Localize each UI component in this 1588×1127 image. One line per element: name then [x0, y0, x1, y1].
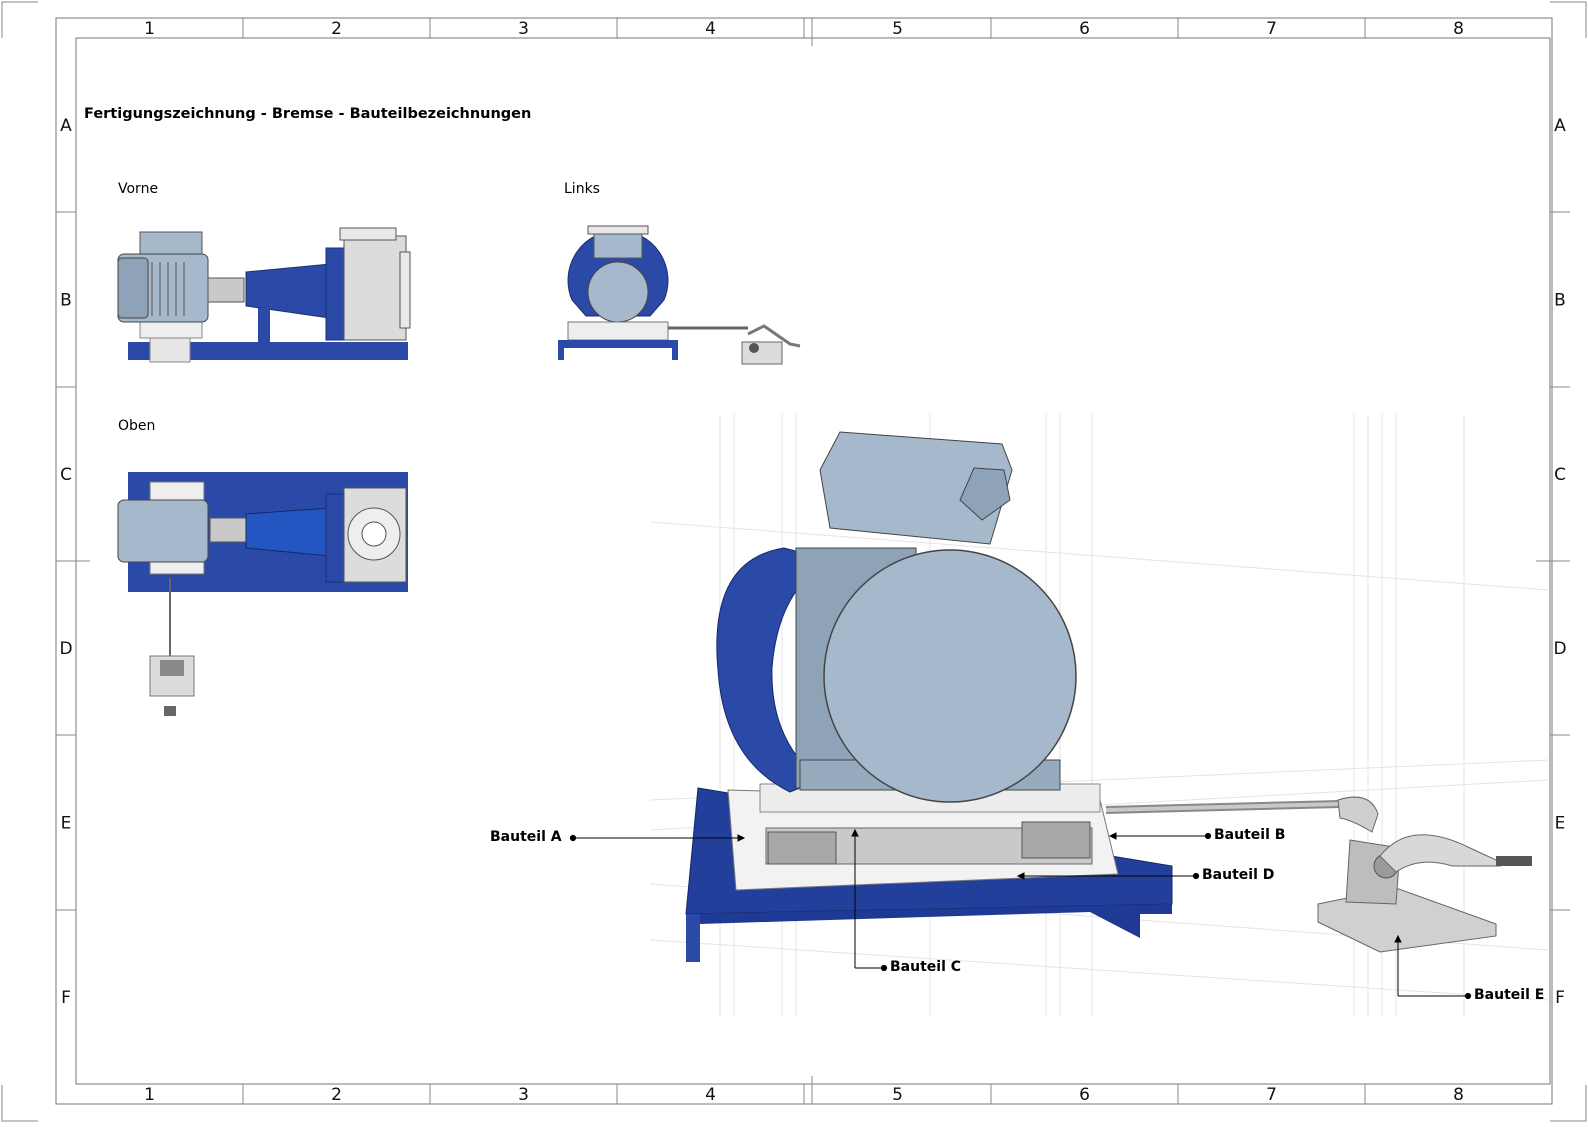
row-label-left-a: A — [60, 116, 72, 136]
row-label-right-c: C — [1554, 465, 1566, 485]
callout-bauteil-b: Bauteil B — [1214, 827, 1286, 843]
column-label-top-5: 5 — [892, 19, 903, 39]
row-label-right-a: A — [1554, 116, 1566, 136]
view-label-top: Oben — [118, 418, 156, 434]
column-label-bottom-8: 8 — [1453, 1085, 1464, 1105]
column-label-top-6: 6 — [1079, 19, 1090, 39]
front-view-drawing — [117, 227, 411, 363]
callout-bauteil-c: Bauteil C — [890, 959, 962, 975]
column-label-top-2: 2 — [331, 19, 342, 39]
row-label-left-d: D — [59, 639, 72, 659]
callout-leaders — [569, 828, 1472, 1000]
callout-bauteil-a: Bauteil A — [490, 829, 562, 845]
col-labels-bottom: 1 2 3 4 5 6 7 8 — [144, 1085, 1464, 1105]
column-label-bottom-7: 7 — [1266, 1085, 1277, 1105]
row-label-left-f: F — [61, 988, 71, 1008]
view-label-left: Links — [564, 181, 600, 197]
row-label-right-b: B — [1554, 291, 1566, 311]
view-label-front: Vorne — [118, 181, 159, 197]
column-label-bottom-3: 3 — [518, 1085, 529, 1105]
column-dividers — [242, 18, 1366, 1104]
col-labels-top: 1 2 3 4 5 6 7 8 — [144, 19, 1464, 39]
center-marks — [56, 18, 1570, 1104]
callout-bauteil-d: Bauteil D — [1202, 867, 1275, 883]
top-view-drawing — [117, 472, 408, 716]
row-label-right-e: E — [1555, 814, 1566, 834]
callout-bauteil-e: Bauteil E — [1474, 987, 1545, 1003]
row-label-left-c: C — [60, 465, 72, 485]
column-label-bottom-2: 2 — [331, 1085, 342, 1105]
row-label-right-d: D — [1553, 639, 1566, 659]
column-label-top-4: 4 — [705, 19, 716, 39]
column-label-top-1: 1 — [144, 19, 155, 39]
drawing-title: Fertigungszeichnung - Bremse - Bauteilbe… — [84, 106, 532, 122]
row-label-left-e: E — [61, 814, 72, 834]
row-labels-left: A B C D E F — [59, 116, 72, 1008]
column-label-bottom-4: 4 — [705, 1085, 716, 1105]
isometric-view-drawing — [649, 414, 1549, 1016]
column-label-top-3: 3 — [518, 19, 529, 39]
row-label-right-f: F — [1555, 988, 1565, 1008]
column-label-bottom-6: 6 — [1079, 1085, 1090, 1105]
column-label-top-7: 7 — [1266, 19, 1277, 39]
row-label-left-b: B — [60, 291, 72, 311]
column-label-top-8: 8 — [1453, 19, 1464, 39]
row-labels-right: A B C D E F — [1553, 116, 1566, 1008]
column-label-bottom-5: 5 — [892, 1085, 903, 1105]
column-label-bottom-1: 1 — [144, 1085, 155, 1105]
left-view-drawing — [558, 225, 801, 365]
